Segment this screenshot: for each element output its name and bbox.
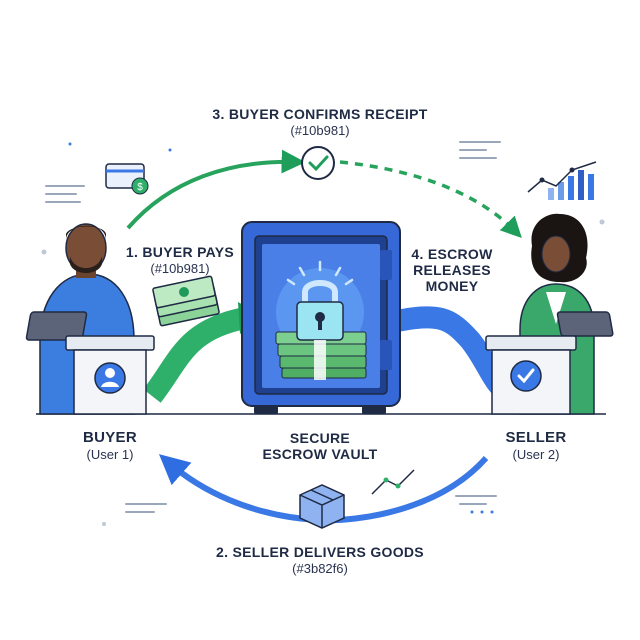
- step3-label: 3. BUYER CONFIRMS RECEIPT (#10b981): [190, 106, 450, 139]
- vault-label: SECURE ESCROW VAULT: [250, 430, 390, 462]
- package-box-icon: [299, 484, 345, 529]
- step2-code: (#3b82f6): [292, 561, 348, 576]
- escrow-vault: [241, 221, 401, 414]
- bar-chart-icon: [527, 161, 597, 200]
- credit-card-icon: $: [105, 163, 149, 195]
- svg-text:$: $: [137, 182, 143, 193]
- seller-label: SELLER (User 2): [486, 430, 586, 463]
- buyer-podium: [65, 335, 155, 415]
- step3-code: (#10b981): [290, 123, 350, 138]
- step4-title-line3: MONEY: [425, 278, 479, 294]
- decorative-dots: [41, 142, 605, 526]
- step2-title: 2. SELLER DELIVERS GOODS: [216, 544, 424, 560]
- seller-subtitle: (User 2): [512, 447, 560, 462]
- seller-podium: [485, 335, 577, 415]
- confirm-arrow: [126, 149, 306, 230]
- step4-title-line1: 4. ESCROW: [411, 246, 493, 262]
- buyer-label: BUYER (User 1): [60, 430, 160, 463]
- step1-code: (#10b981): [150, 261, 210, 276]
- release-dashed-arrow: [339, 160, 522, 239]
- step1-title: 1. BUYER PAYS: [125, 244, 235, 260]
- trend-line-icon: [371, 469, 415, 495]
- seller-title: SELLER: [505, 429, 567, 446]
- vault-line2: ESCROW VAULT: [262, 446, 378, 462]
- user-profile-icon: [94, 362, 126, 394]
- padlock-icon: [296, 280, 344, 380]
- decorative-lines: [45, 141, 501, 513]
- payment-flow: [143, 307, 248, 403]
- step4-label: 4. ESCROW RELEASES MONEY: [402, 246, 502, 294]
- vault-line1: SECURE: [289, 430, 351, 446]
- step2-label: 2. SELLER DELIVERS GOODS (#3b82f6): [190, 544, 450, 577]
- step4-title-line2: RELEASES: [413, 262, 491, 278]
- step1-label: 1. BUYER PAYS (#10b981): [120, 244, 240, 277]
- check-circle-icon: [301, 146, 335, 180]
- check-circle-icon: [510, 360, 542, 392]
- cash-stack-icon: [152, 275, 220, 327]
- buyer-subtitle: (User 1): [86, 447, 134, 462]
- buyer-title: BUYER: [82, 429, 137, 446]
- step3-title: 3. BUYER CONFIRMS RECEIPT: [212, 106, 428, 122]
